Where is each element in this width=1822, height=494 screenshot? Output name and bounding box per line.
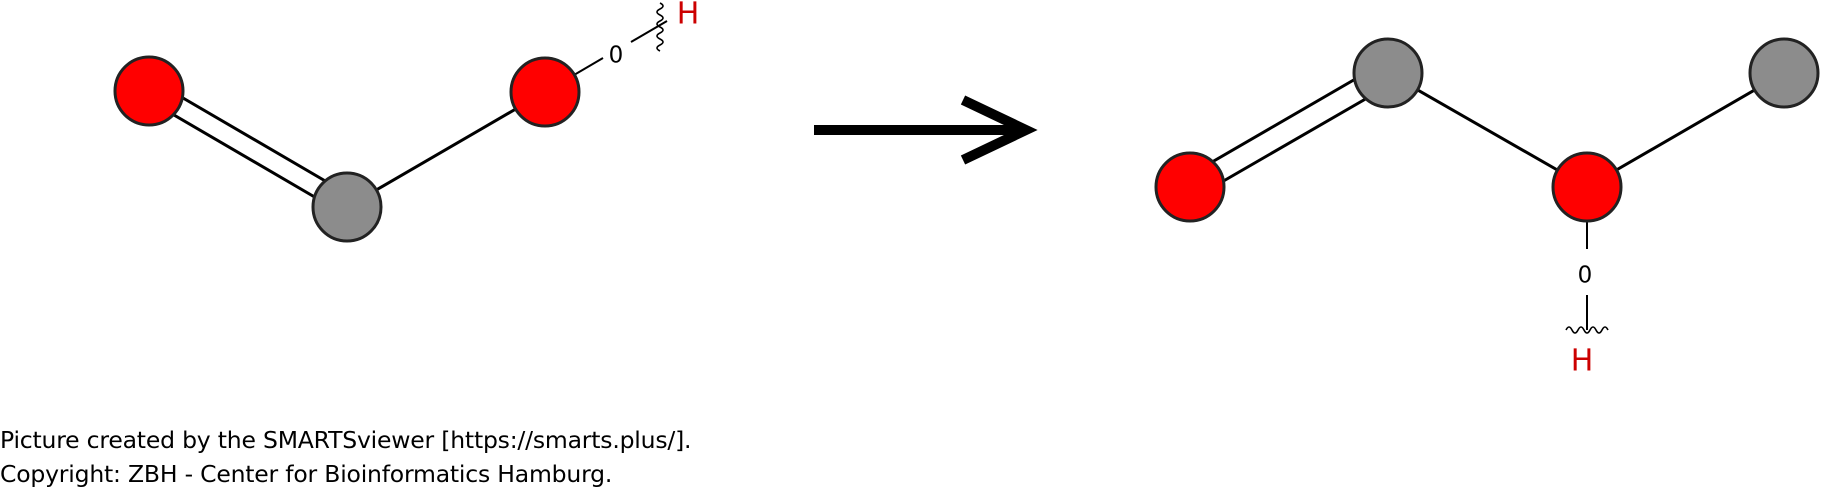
reaction-arrow — [814, 95, 1038, 165]
product-hydrogen-bond-label: 0 — [1578, 263, 1593, 289]
product-oxygen-atom-2 — [1551, 151, 1623, 223]
reactant-double-bond-line-1 — [158, 82, 340, 191]
product-single-bond-1 — [1387, 71, 1588, 189]
reactant-single-bond — [346, 90, 546, 209]
reaction-arrow-head — [960, 95, 1038, 165]
product-hydrogen-wavy-end — [1565, 326, 1609, 334]
copyright-line: Copyright: ZBH - Center for Bioinformati… — [0, 460, 613, 488]
reactant-oxygen-atom-2 — [509, 56, 581, 128]
product-double-bond-line-2 — [1200, 84, 1389, 196]
reactant-hydrogen-bond-b — [630, 20, 668, 43]
reactant-hydrogen-label: H — [677, 0, 700, 32]
reactant-bonds — [149, 2, 668, 209]
product-carbon-atom-1 — [1352, 37, 1424, 109]
product-hydrogen-label: H — [1571, 344, 1594, 379]
product-double-bond-line-1 — [1180, 61, 1384, 182]
product-single-bond-2 — [1586, 71, 1785, 189]
product-structure: 0 H — [1154, 37, 1820, 379]
product-oxygen-atom-1 — [1154, 151, 1226, 223]
reactant-carbon-atom — [311, 171, 383, 243]
reactant-double-bond-line-2 — [149, 99, 331, 208]
reactant-oxygen-atom-1 — [113, 55, 185, 127]
product-carbon-atom-2 — [1748, 37, 1820, 109]
reactant-structure: 0 H — [113, 0, 700, 243]
credit-line: Picture created by the SMARTSviewer [htt… — [0, 426, 692, 454]
reactant-hydrogen-bond-label: 0 — [609, 43, 624, 69]
product-bonds — [1180, 61, 1785, 334]
reactant-hydrogen-wavy-end — [656, 2, 664, 52]
